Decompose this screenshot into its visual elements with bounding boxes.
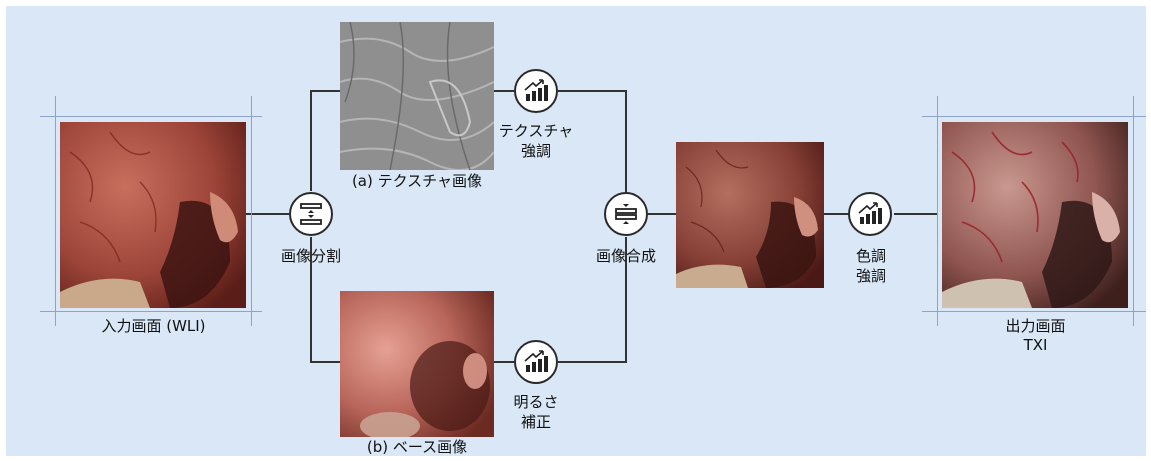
base-caption: (b) ベース画像 — [330, 437, 504, 457]
texture-enhance-node — [514, 69, 558, 113]
output-guide-bottom — [922, 311, 1146, 312]
texture-enhance-label-line2: 強調 — [486, 141, 586, 161]
wire-brightness-right — [558, 361, 627, 363]
output-guide-left — [937, 96, 938, 326]
merge-label: 画像合成 — [576, 246, 676, 266]
input-wli-image — [60, 122, 246, 308]
brightness-node — [514, 340, 558, 384]
input-guide-right — [251, 96, 252, 326]
bar-chart-trend-icon — [857, 201, 883, 227]
input-guide-top — [40, 116, 262, 117]
bar-chart-trend-icon — [523, 78, 549, 104]
wire-color-to-output — [894, 213, 938, 215]
wire-input-split — [246, 213, 289, 215]
merged-image — [676, 142, 824, 288]
output-guide-top — [922, 116, 1146, 117]
output-txi-image — [942, 122, 1128, 308]
base-image — [340, 291, 494, 437]
merge-icon — [613, 201, 639, 227]
color-enhance-node — [848, 192, 892, 236]
wire-base-to-brightness — [494, 361, 514, 363]
wire-result-to-color — [824, 213, 848, 215]
texture-enhance-label-line1: テクスチャ — [486, 121, 586, 141]
output-caption-line2: TXI — [938, 335, 1133, 355]
wire-right-down — [625, 90, 627, 192]
wire-bottom-to-base — [310, 361, 340, 363]
split-label: 画像分割 — [261, 246, 361, 266]
wire-enhance-right — [558, 90, 627, 92]
texture-image — [340, 22, 494, 170]
output-guide-right — [1133, 96, 1134, 326]
diagram-canvas: 入力画面 (WLI) 出力画面 TXI (a) テクスチャ画像 (b) ベース画… — [6, 6, 1146, 456]
color-enhance-label-line1: 色調 — [821, 246, 921, 266]
input-caption: 入力画面 (WLI) — [56, 316, 251, 336]
color-enhance-label-line2: 強調 — [821, 266, 921, 286]
wire-texture-to-enhance — [494, 90, 514, 92]
texture-caption: (a) テクスチャ画像 — [330, 171, 504, 191]
split-node — [289, 192, 333, 236]
bar-chart-trend-icon — [523, 349, 549, 375]
brightness-label-line1: 明るさ — [486, 392, 586, 412]
wire-split-up — [310, 90, 312, 191]
wire-merge-to-result — [648, 213, 676, 215]
output-caption-line1: 出力画面 — [938, 316, 1133, 336]
input-guide-bottom — [40, 311, 262, 312]
brightness-label-line2: 補正 — [486, 412, 586, 432]
merge-node — [604, 192, 648, 236]
wire-top-to-texture — [310, 90, 340, 92]
split-icon — [298, 201, 324, 227]
input-guide-left — [55, 96, 56, 326]
